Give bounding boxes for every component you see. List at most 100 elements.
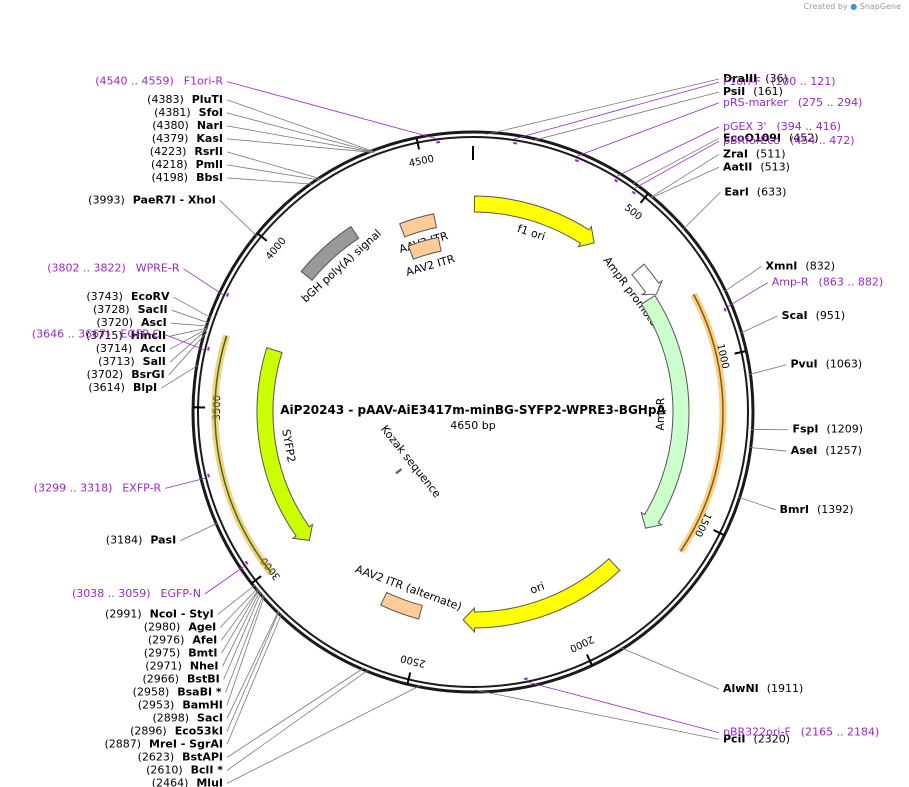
site-label: PvuI(1063) xyxy=(790,358,862,371)
feature-label: f1 ori xyxy=(516,222,547,243)
site-position: (1257) xyxy=(825,444,862,457)
site-leader-line xyxy=(170,322,209,327)
feature-ori xyxy=(462,558,621,634)
site-label: (2887)MreI - SgrAI xyxy=(104,737,223,750)
site-leader-line xyxy=(226,611,280,732)
site-name: BstAPI xyxy=(182,750,223,763)
primer-name: (3646 .. 3667) xyxy=(32,327,111,340)
site-position: (2896) xyxy=(130,724,167,737)
tick-mark xyxy=(586,654,593,666)
site-position: (832) xyxy=(805,259,835,272)
primer-leader-line xyxy=(528,681,720,734)
primer-mark xyxy=(225,292,230,297)
primer-range: F1ori-R xyxy=(184,75,224,88)
feature-aav2-itr xyxy=(407,236,442,260)
site-leader-line xyxy=(226,177,314,185)
site-name: FspI xyxy=(792,423,818,436)
site-label: (2991)NcoI - StyI xyxy=(105,607,214,620)
primer-range: (2165 .. 2184) xyxy=(801,726,880,739)
site-name: PciI xyxy=(723,732,745,745)
site-label: (3993)PaeR7I - XhoI xyxy=(88,193,216,206)
site-name: BlpI xyxy=(133,381,157,394)
site-label: (2610)BclI * xyxy=(146,763,223,776)
site-label: (3728)SacII xyxy=(93,303,168,316)
primer-range: (454 .. 472) xyxy=(790,134,855,147)
site-position: (2991) xyxy=(105,607,142,620)
site-leader-line xyxy=(226,112,375,153)
site-label: (3743)EcoRV xyxy=(86,290,170,303)
tick-label: 500 xyxy=(622,202,644,223)
site-leader-line xyxy=(168,332,207,376)
primer-leader-line xyxy=(226,81,436,139)
site-position: (2980) xyxy=(144,620,181,633)
site-name: BbsI xyxy=(196,171,223,184)
site-leader-line xyxy=(723,265,762,293)
site-name: RsrII xyxy=(194,145,223,158)
site-name: SfoI xyxy=(199,106,223,119)
primer-name: pGEX 3' xyxy=(723,120,767,133)
feature-kozak-sequence xyxy=(395,468,403,475)
site-label: (4198)BbsI xyxy=(152,171,223,184)
credit-text: Created by xyxy=(803,2,848,11)
site-label: (2464)MluI xyxy=(152,776,223,787)
primer-label: pRS-marker(275 .. 294) xyxy=(723,96,862,109)
site-leader-line xyxy=(226,164,320,181)
site-leader-line xyxy=(748,447,787,452)
site-name: PsiI xyxy=(723,85,745,98)
tick-label: 4500 xyxy=(408,154,435,170)
site-position: (3713) xyxy=(98,355,135,368)
site-label: XmnI(832) xyxy=(766,259,835,272)
site-label: (3184)PasI xyxy=(106,534,176,547)
site-leader-line xyxy=(217,584,256,615)
site-name: BamHI xyxy=(182,698,223,711)
site-name: AseI xyxy=(791,444,818,457)
site-leader-line xyxy=(682,191,721,230)
primer-mark xyxy=(207,473,210,478)
site-name: BsaBI * xyxy=(177,685,222,698)
site-position: (4379) xyxy=(152,132,189,145)
feature-aav2-itr-alternate- xyxy=(380,591,423,620)
site-label: EcoO109I(452) xyxy=(723,131,819,144)
site-position: (3728) xyxy=(93,303,130,316)
site-leader-line xyxy=(222,590,261,667)
site-leader-line xyxy=(223,591,262,680)
site-name: MluI xyxy=(196,776,223,787)
snapgene-credit: Created by ● SnapGene xyxy=(804,2,901,11)
feature-label: Kozak sequence xyxy=(378,423,444,501)
tick-label: 2500 xyxy=(399,652,426,669)
primer-range: WPRE-R xyxy=(136,262,180,275)
site-label: (2898)SacI xyxy=(152,711,223,724)
site-label: DraIII(36) xyxy=(723,72,788,85)
primer-mark xyxy=(614,178,619,183)
map-title: AiP20243 - pAAV-AiE3417m-minBG-SYFP2-WPR… xyxy=(280,403,666,417)
site-leader-line xyxy=(169,327,209,350)
primer-label: (3646 .. 3667)EGFP-C xyxy=(32,327,161,340)
site-name: EcoRV xyxy=(131,290,170,303)
site-label: (4223)RsrII xyxy=(150,145,223,158)
feature-aav2-itr xyxy=(399,213,437,238)
site-position: (1209) xyxy=(826,423,863,436)
primer-mark xyxy=(244,560,249,565)
site-label: (2958)BsaBI * xyxy=(133,685,222,698)
site-position: (36) xyxy=(765,72,788,85)
tick-mark xyxy=(406,672,412,685)
tick-mark xyxy=(734,350,747,355)
site-leader-line xyxy=(620,647,720,690)
site-leader-line xyxy=(226,613,282,745)
credit-brand: SnapGene xyxy=(859,2,901,11)
site-label: (3715)HincII xyxy=(86,329,166,342)
site-label: (2976)AfeI xyxy=(148,633,217,646)
site-leader-line xyxy=(171,309,210,324)
site-label: (2980)AgeI xyxy=(144,620,217,633)
site-name: PmlI xyxy=(196,158,223,171)
primer-mark xyxy=(574,158,579,163)
site-position: (2966) xyxy=(142,672,179,685)
backbone-outer-ring xyxy=(191,130,755,694)
primer-layer: F1ori-F(100 .. 121)pRS-marker(275 .. 294… xyxy=(32,75,883,739)
site-position: (2971) xyxy=(145,659,182,672)
primer-name: F1ori-F xyxy=(723,75,761,88)
primer-leader-line xyxy=(727,282,768,307)
primer-leader-line xyxy=(165,477,206,489)
site-name: AfeI xyxy=(192,633,217,646)
